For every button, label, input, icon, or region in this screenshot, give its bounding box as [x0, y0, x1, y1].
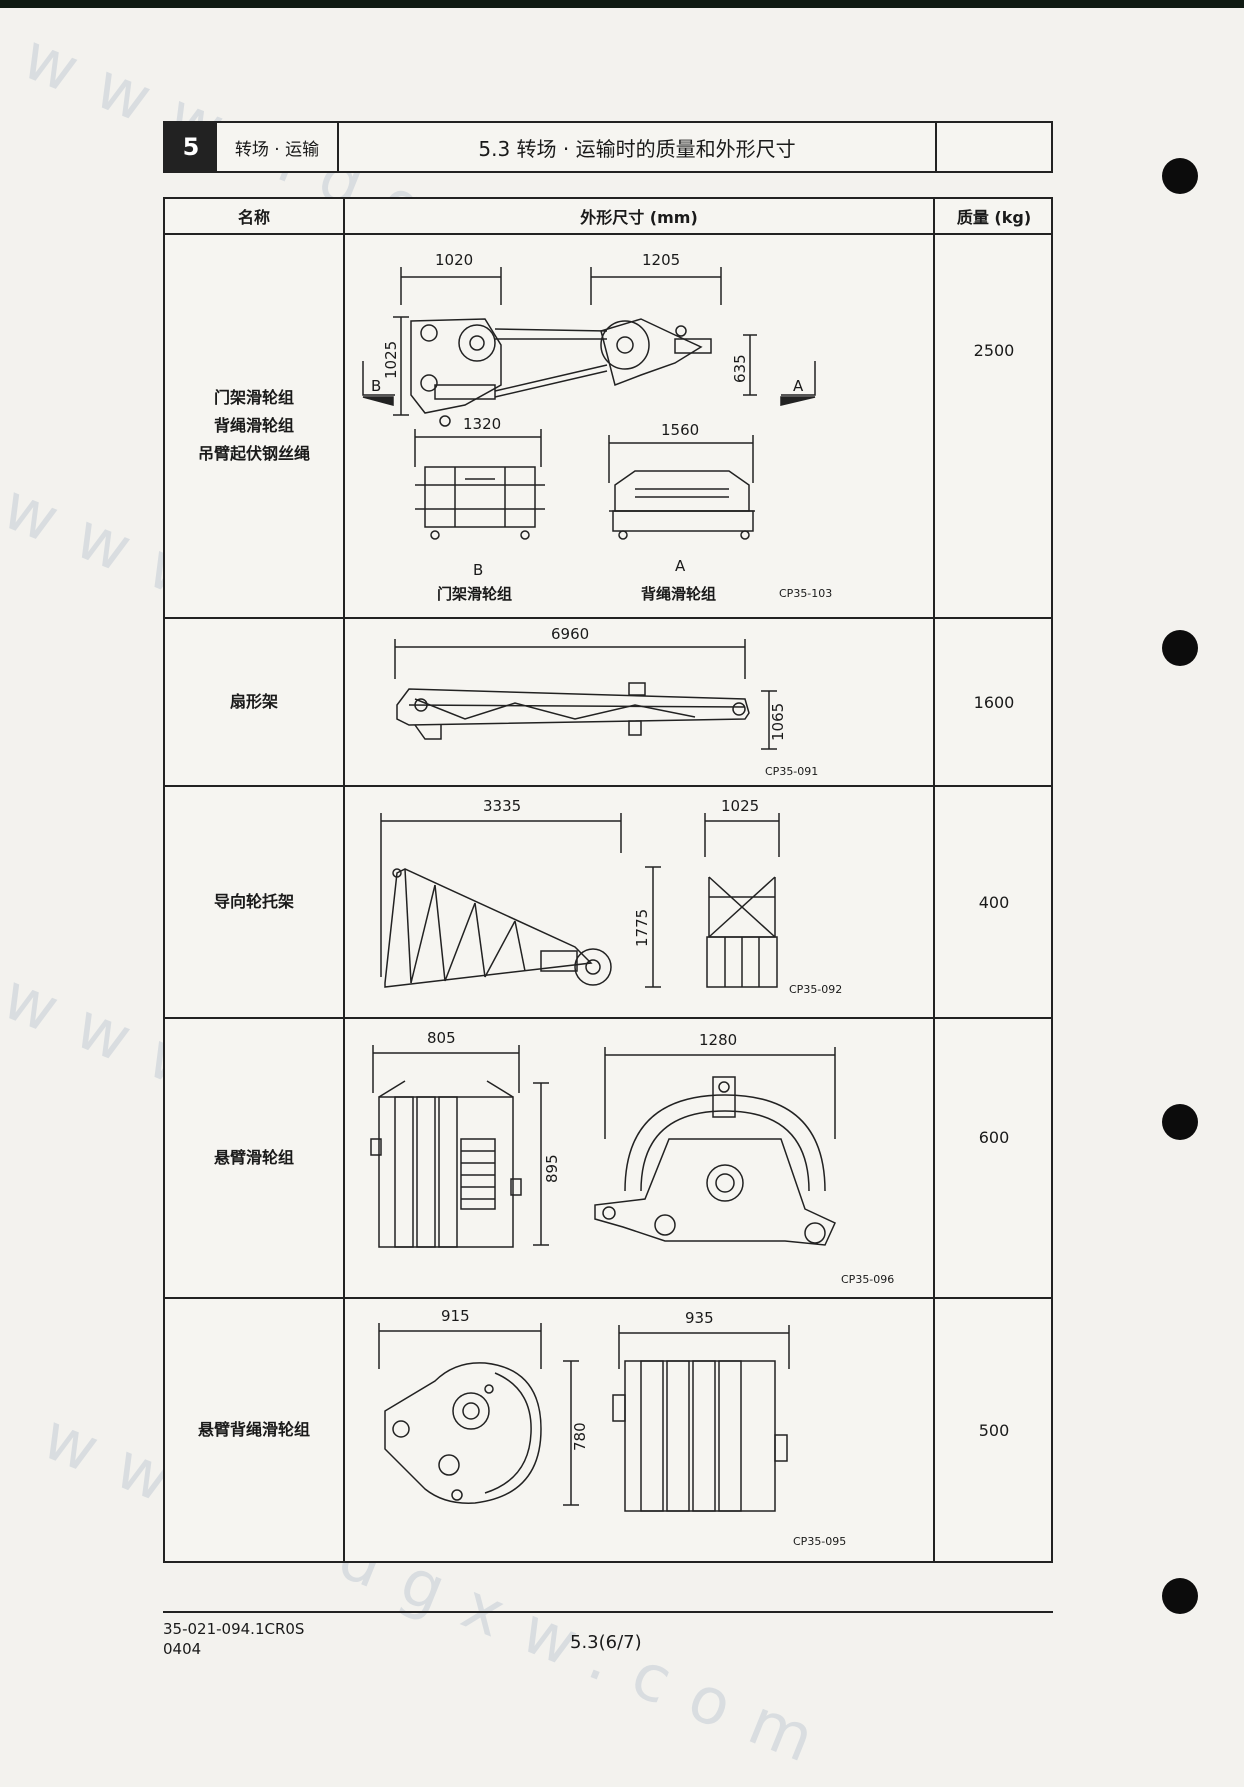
component-name: 悬臂背绳滑轮组 — [197, 1420, 310, 1439]
dim-label: 915 — [441, 1307, 470, 1325]
table-row-name: 悬臂滑轮组 — [165, 1019, 343, 1297]
view-caption: 背绳滑轮组 — [641, 585, 716, 603]
drawing-guide-wheel-bracket: 3335 1025 1775 CP35-092 — [345, 787, 933, 1017]
revision-date: 0404 — [163, 1639, 202, 1658]
drawing-code: CP35-096 — [841, 1273, 894, 1286]
view-label: A — [675, 557, 686, 575]
dim-label: 780 — [571, 1422, 589, 1451]
table-row-mass: 400 — [978, 892, 1010, 912]
header-blank-cell — [937, 123, 1051, 171]
table-row-mass: 600 — [978, 1127, 1010, 1147]
table-row-name: 门架滑轮组 背绳滑轮组 吊臂起伏钢丝绳 — [165, 235, 343, 617]
table-row-name: 悬臂背绳滑轮组 — [165, 1299, 343, 1561]
table-row-mass: 2500 — [973, 340, 1015, 360]
drawing-sector-frame: 6960 1065 CP35-091 — [345, 619, 933, 785]
drawing-jib-sheave-block: 805 1280 895 CP35-096 — [345, 1019, 933, 1297]
dim-label: 1560 — [661, 421, 699, 439]
section-header: 5 转场 · 运输 5.3 转场 · 运输时的质量和外形尺寸 — [163, 121, 1053, 173]
view-caption: 门架滑轮组 — [437, 585, 512, 603]
view-label: B — [371, 377, 381, 395]
document-number: 35-021-094.1CR0S — [163, 1620, 305, 1638]
dim-label: 1280 — [699, 1031, 737, 1049]
component-name: 悬臂滑轮组 — [213, 1148, 294, 1167]
dim-label: 805 — [427, 1029, 456, 1047]
view-label: A — [793, 377, 804, 395]
row-divider — [165, 1017, 1051, 1019]
footer-divider — [163, 1611, 1053, 1613]
column-divider — [933, 199, 935, 1561]
dim-label: 1020 — [435, 251, 473, 269]
dim-label: 1065 — [769, 703, 787, 741]
table-row-name: 导向轮托架 — [165, 787, 343, 1017]
dim-label: 1025 — [382, 341, 400, 379]
mass-dimension-table: 名称 外形尺寸 (mm) 质量 (kg) 门架滑轮组 背绳滑轮组 吊臂起伏钢丝绳… — [163, 197, 1053, 1563]
dim-label: 1775 — [633, 909, 651, 947]
binder-hole — [1162, 1104, 1198, 1140]
table-row-mass: 500 — [978, 1420, 1010, 1440]
top-edge-bar — [0, 0, 1244, 8]
row-divider — [165, 1297, 1051, 1299]
chapter-number: 5 — [165, 123, 217, 171]
row-divider — [165, 233, 1051, 235]
document-code: 35-021-094.1CR0S 0404 — [163, 1620, 304, 1659]
component-name: 背绳滑轮组 — [213, 416, 294, 435]
drawing-jib-back-rope-sheave-block: 915 935 780 CP35-095 — [345, 1299, 933, 1561]
page-number: 5.3(6/7) — [570, 1632, 642, 1653]
dim-label: 1320 — [463, 415, 501, 433]
table-row-mass: 1600 — [973, 692, 1015, 712]
header-name: 名称 — [237, 208, 270, 227]
dim-label: 935 — [685, 1309, 714, 1327]
header-mass: 质量 (kg) — [956, 208, 1032, 227]
binder-hole — [1162, 1578, 1198, 1614]
dim-label: 1205 — [642, 251, 680, 269]
dim-label: 895 — [543, 1154, 561, 1183]
column-divider — [343, 199, 345, 1561]
component-name: 吊臂起伏钢丝绳 — [197, 444, 310, 463]
binder-hole — [1162, 158, 1198, 194]
view-label: B — [473, 561, 483, 579]
row-divider — [165, 617, 1051, 619]
drawing-code: CP35-092 — [789, 983, 842, 996]
chapter-label: 转场 · 运输 — [217, 123, 339, 171]
component-name: 扇形架 — [229, 692, 278, 711]
component-name: 导向轮托架 — [213, 892, 294, 911]
dim-label: 3335 — [483, 797, 521, 815]
dim-label: 6960 — [551, 625, 589, 643]
binder-hole — [1162, 630, 1198, 666]
header-dimensions: 外形尺寸 (mm) — [580, 208, 698, 227]
section-title: 5.3 转场 · 运输时的质量和外形尺寸 — [339, 123, 937, 171]
drawing-code: CP35-095 — [793, 1535, 846, 1548]
drawing-sheave-block-set: 1020 1205 1025 635 B A 1 — [345, 235, 933, 617]
component-name: 门架滑轮组 — [213, 388, 294, 407]
drawing-code: CP35-091 — [765, 765, 818, 778]
dim-label: 635 — [731, 354, 749, 383]
drawing-code: CP35-103 — [779, 587, 832, 600]
dim-label: 1025 — [721, 797, 759, 815]
row-divider — [165, 785, 1051, 787]
table-row-name: 扇形架 — [165, 619, 343, 785]
